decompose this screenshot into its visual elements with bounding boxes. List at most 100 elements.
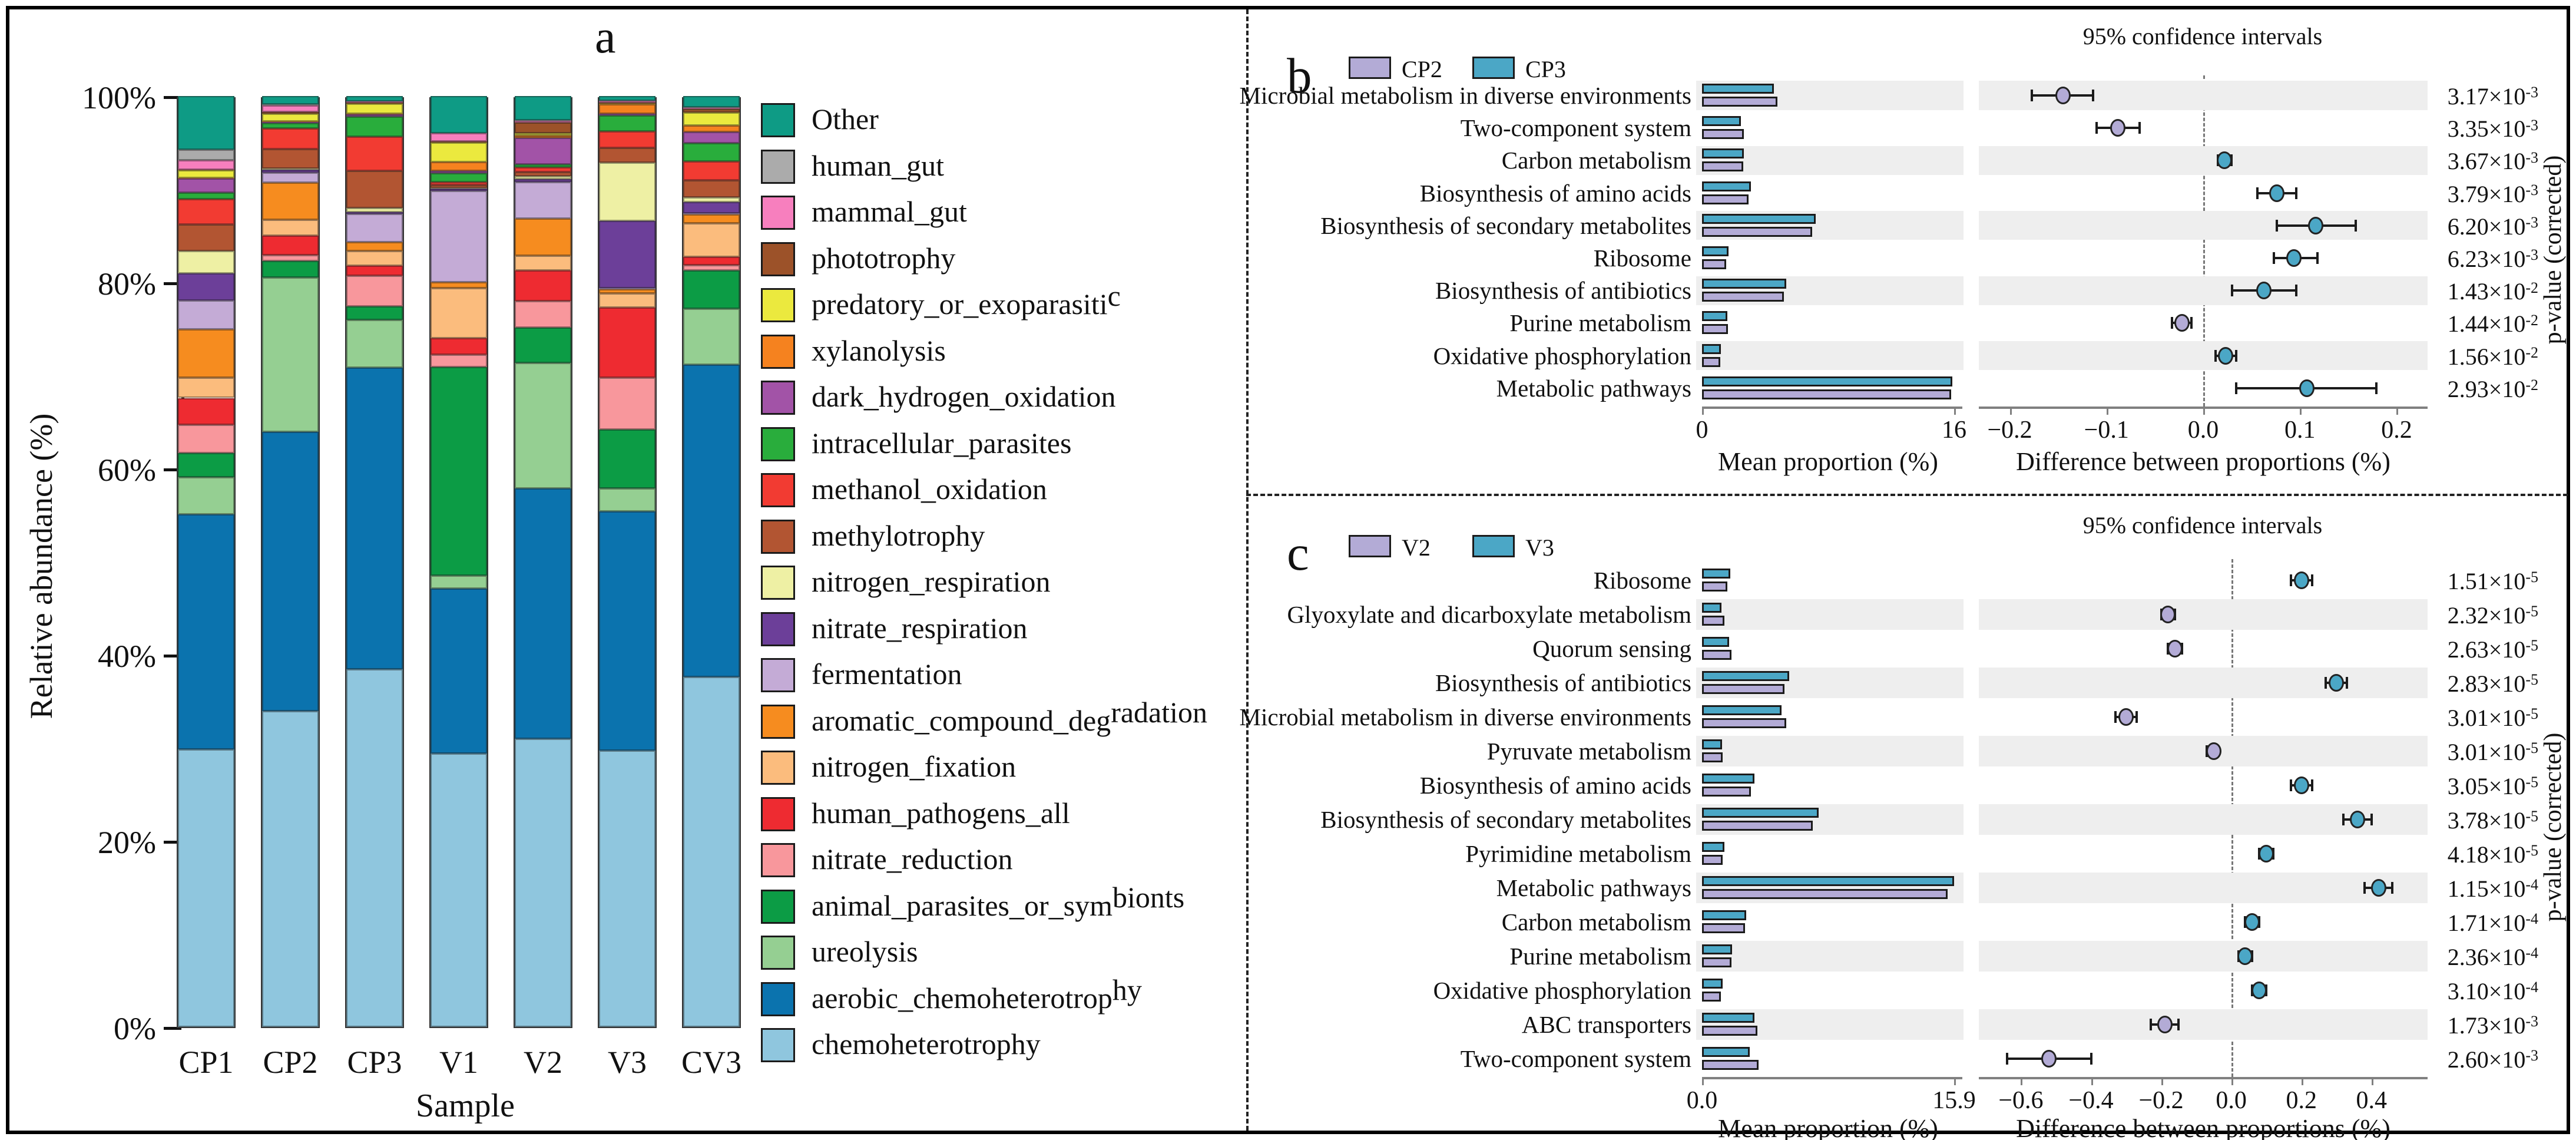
c-diff-dot: [2206, 742, 2221, 760]
b-diff-axis-ticklabel: −0.2: [1987, 417, 2032, 444]
segment-Other: [683, 96, 740, 107]
sample-label-V2: V2: [524, 1045, 562, 1080]
segment-fermentation: [515, 181, 571, 219]
segment-aromatic-compound-deg: [683, 214, 740, 224]
panel-c-letter: c: [1287, 526, 1309, 581]
panel-a-y-tick-label: 80%: [98, 266, 156, 302]
c-row-stripe: [1979, 599, 2428, 630]
c-legend-label-V2: V2: [1402, 534, 1431, 561]
segment-predatory-or-exoparasiti: [262, 114, 319, 121]
segment-aerobic-chemoheterotrop: [346, 367, 403, 670]
panel-divider-horizontal: [1246, 494, 2568, 496]
legend-label-intracellular-parasites: intracellular_parasites: [812, 426, 1072, 460]
b-p-value: 3.35×10-3: [2447, 115, 2538, 143]
segment-nitrogen-respiration: [683, 197, 740, 203]
c-mean-axis-tick: [1954, 1077, 1956, 1085]
b-mean-axis-tick: [1702, 407, 1704, 415]
segment-aerobic-chemoheterotrop: [262, 432, 319, 712]
c-mean-bar-V2: [1702, 957, 1731, 967]
c-row-label: Glyoxylate and dicarboxylate metabolism: [1287, 601, 1691, 628]
c-p-value: 1.71×10-4: [2447, 910, 2538, 936]
c-mean-bar-V2: [1702, 1026, 1758, 1036]
segment-animal-parasites-or-sym: [178, 452, 234, 477]
segment-fermentation: [178, 300, 234, 329]
segment-predatory-or-exoparasiti: [515, 133, 571, 136]
b-zero-line: [2203, 75, 2205, 407]
c-mean-bar-V2: [1702, 992, 1721, 1002]
c-diff-axis-ticklabel: −0.6: [1998, 1087, 2044, 1114]
panel-a-y-tick: [164, 96, 181, 99]
legend-swatch-methanol-oxidation: [761, 473, 795, 507]
c-row-label: Pyrimidine metabolism: [1465, 840, 1691, 867]
c-mean-bar-V2: [1702, 684, 1784, 694]
b-legend-label-CP3: CP3: [1525, 56, 1566, 82]
segment-human-gut: [683, 107, 740, 108]
segment-methanol-oxidation: [515, 167, 571, 172]
c-diff-dot: [2329, 674, 2345, 692]
c-mean-bar-V3: [1702, 603, 1721, 613]
segment-xylanolysis: [515, 136, 571, 138]
segment-nitrate-respiration: [178, 273, 234, 300]
c-row-label: Biosynthesis of antibiotics: [1435, 669, 1691, 696]
c-diff-dot: [2293, 776, 2309, 794]
stacked-bar-V2: [514, 96, 572, 1028]
c-pvalue-axis-title: p-value (corrected): [2539, 732, 2567, 922]
c-diff-axis-ticklabel: 0.4: [2356, 1087, 2388, 1114]
b-diff-dot: [2055, 87, 2071, 104]
c-diff-dot: [2160, 606, 2176, 623]
sample-label-V3: V3: [608, 1045, 647, 1080]
c-mean-bar-V3: [1702, 876, 1954, 886]
segment-chemoheterotrophy: [346, 669, 403, 1027]
c-row-label: Microbial metabolism in diverse environm…: [1239, 703, 1691, 731]
legend-label-predatory-or-exoparasiti: predatory_or_exoparasitic: [812, 279, 1121, 320]
segment-xylanolysis: [178, 177, 234, 179]
b-row-stripe: [1979, 276, 2428, 305]
segment-methylotrophy: [262, 149, 319, 169]
c-diff-axis-title: Difference between proportions (%): [2016, 1114, 2390, 1140]
c-diff-axis-tick: [2231, 1077, 2233, 1085]
segment-mammal-gut: [262, 105, 319, 112]
b-diff-axis-ticklabel: −0.1: [2084, 417, 2129, 444]
segment-nitrate-reduction: [346, 276, 403, 306]
segment-aromatic-compound-deg: [599, 289, 655, 294]
panel-a-y-tick-label: 40%: [98, 639, 156, 674]
b-mean-bar-CP2: [1702, 389, 1951, 399]
c-row-label: Oxidative phosphorylation: [1433, 977, 1691, 1004]
b-ci-cap-left: [2214, 349, 2217, 362]
c-diff-dot: [2259, 845, 2274, 863]
b-ci-cap-left: [2256, 187, 2259, 199]
c-row-label: Quorum sensing: [1532, 635, 1691, 662]
b-legend-swatch-CP2: [1349, 57, 1391, 79]
segment-ureolysis: [515, 363, 571, 489]
segment-methylotrophy: [431, 185, 487, 188]
legend-label-xylanolysis: xylanolysis: [812, 333, 946, 367]
legend-swatch-nitrogen-fixation: [761, 751, 795, 785]
segment-phototrophy: [515, 123, 571, 133]
b-row-label: Microbial metabolism in diverse environm…: [1239, 82, 1691, 109]
c-p-value: 3.78×10-5: [2447, 807, 2538, 834]
c-ci-cap-right: [2310, 574, 2313, 586]
b-row-stripe: [1979, 211, 2428, 240]
segment-intracellular-parasites: [515, 164, 571, 167]
c-diff-dot: [2118, 708, 2134, 726]
b-diff-axis-tick: [2300, 407, 2302, 415]
c-ci-cap-right: [2346, 677, 2349, 689]
b-mean-axis-ticklabel: 16: [1942, 417, 1966, 444]
legend-label-dark-hydrogen-oxidation: dark_hydrogen_oxidation: [812, 380, 1116, 413]
c-mean-bar-V3: [1702, 774, 1754, 784]
segment-mammal-gut: [599, 100, 655, 103]
segment-nitrate-respiration: [431, 189, 487, 191]
panel-a-y-tick: [164, 1027, 181, 1030]
legend-label-animal-parasites-or-sym: animal_parasites_or_symbionts: [812, 880, 1185, 922]
segment-intracellular-parasites: [431, 173, 487, 183]
b-diff-axis-tick: [2396, 407, 2399, 415]
b-row-label: Biosynthesis of secondary metabolites: [1320, 212, 1691, 239]
segment-animal-parasites-or-sym: [515, 328, 571, 363]
c-p-value: 3.01×10-5: [2447, 739, 2538, 765]
legend-swatch-ureolysis: [761, 936, 795, 970]
c-diff-axis-line: [1979, 1077, 2428, 1079]
segment-xylanolysis: [683, 125, 740, 133]
c-mean-bar-V3: [1702, 637, 1729, 647]
segment-aerobic-chemoheterotrop: [515, 488, 571, 739]
legend-label-aerobic-chemoheterotrop: aerobic_chemoheterotrophy: [812, 973, 1142, 1015]
